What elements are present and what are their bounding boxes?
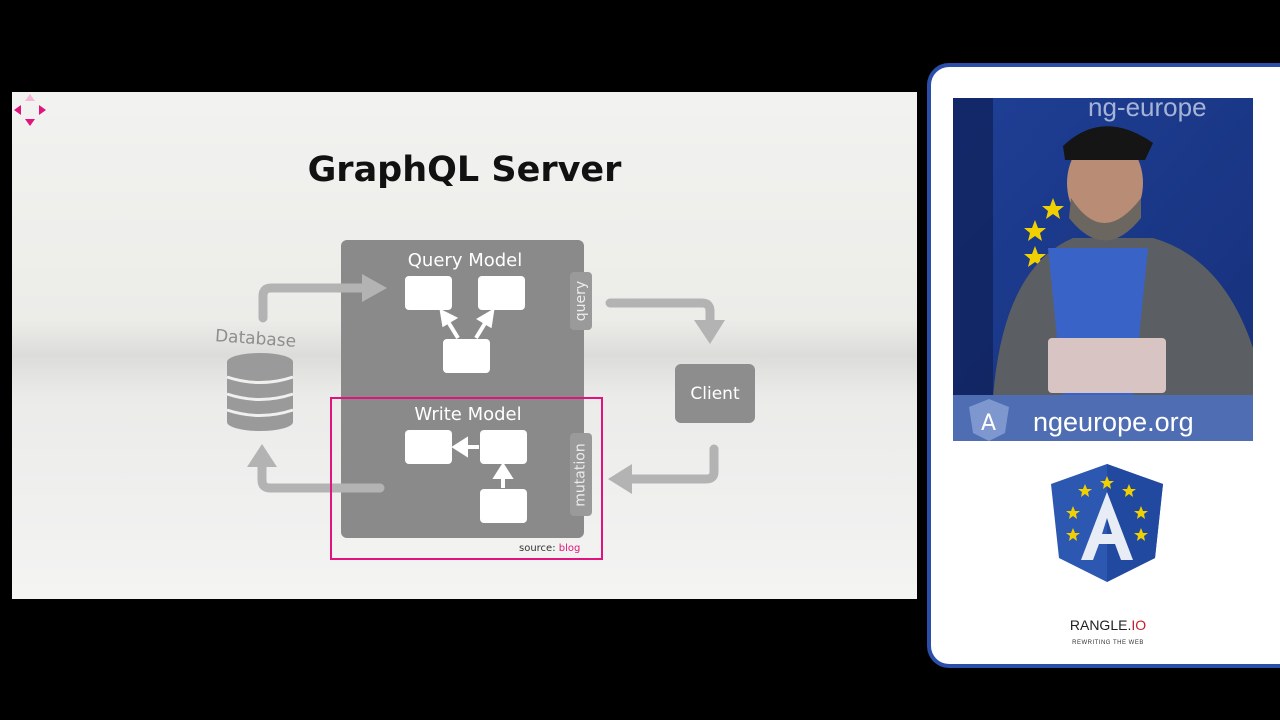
client-box: Client <box>675 364 755 423</box>
speaker-scene <box>953 98 1253 441</box>
angular-eu-shield-icon <box>1051 464 1163 582</box>
video-banner: A ngeurope.org <box>953 395 1253 441</box>
write-box-bottom <box>480 489 527 523</box>
source-prefix: source: <box>519 543 556 554</box>
sponsor-name: RANGLE.IO <box>1069 617 1147 633</box>
cqrs-diagram: Query Model Write Model query mutation C… <box>12 92 917 599</box>
diagram-graphics <box>226 240 725 538</box>
database-icon <box>227 353 293 431</box>
write-model-label: Write Model <box>414 404 522 425</box>
write-arrows <box>451 436 514 488</box>
source-link[interactable]: blog <box>558 543 581 554</box>
angular-mini-icon: A <box>969 399 1009 441</box>
query-model-label: Query Model <box>407 250 523 271</box>
four-way-arrows-icon[interactable] <box>12 92 48 128</box>
write-box-left <box>405 430 452 464</box>
query-box-left <box>405 276 452 310</box>
source-caption: source: blog <box>519 543 580 554</box>
flow-arrows <box>257 283 719 493</box>
svg-text:A: A <box>981 411 996 436</box>
presentation-slide: GraphQL Server <box>12 92 917 599</box>
query-box-right <box>478 276 525 310</box>
write-box-right <box>480 430 527 464</box>
video-banner-text: ngeurope.org <box>1033 407 1194 437</box>
query-side-label: query <box>570 272 592 330</box>
slide-title: GraphQL Server <box>307 150 622 190</box>
speaker-video: ng-europe A ngeurope.org <box>953 98 1253 441</box>
sponsor-tagline: REWRITING THE WEB <box>1072 640 1144 646</box>
query-box-bottom <box>443 339 490 373</box>
flow-arrowheads <box>247 274 725 494</box>
mutation-side-label: mutation <box>570 433 592 516</box>
write-model-highlight <box>330 397 603 560</box>
video-top-text: ng-europe <box>1088 98 1207 122</box>
query-arrows <box>439 308 495 340</box>
